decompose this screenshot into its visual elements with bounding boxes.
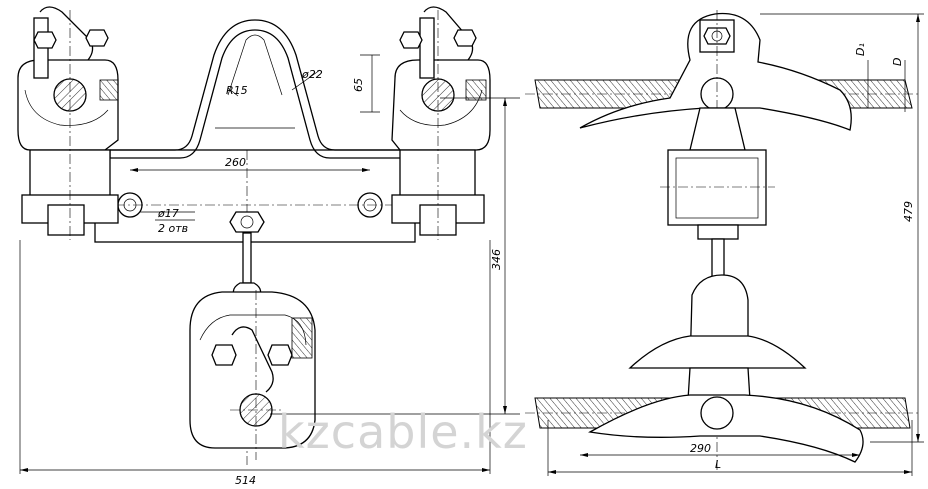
dim-r15: R15	[226, 84, 248, 97]
lower-clamp-body	[588, 394, 864, 463]
dim-479: 479	[902, 201, 915, 222]
watermark: kzcable.kz	[278, 405, 528, 459]
dim-hole-count: 2 отв	[158, 222, 188, 235]
dim-d22: ø22	[301, 68, 323, 81]
dim-346: 346	[490, 249, 503, 270]
dim-65: 65	[352, 78, 365, 92]
dim-514: 514	[235, 474, 256, 487]
bottom-clamp	[189, 291, 316, 449]
arch-bracket	[109, 29, 411, 159]
dim-260: 260	[225, 156, 246, 169]
dim-hole: ø17	[157, 207, 179, 220]
side-view: 290 L 479 D₁ D	[525, 10, 924, 476]
mounting-hole-right	[357, 192, 383, 218]
front-view: 260 514 65 ø22 R15 ø17 2 отв 346	[17, 6, 520, 487]
dim-D: D	[891, 58, 904, 66]
yoke-frame	[667, 149, 767, 226]
center-nut	[229, 211, 265, 233]
dim-L: L	[715, 458, 721, 471]
dim-D1: D₁	[854, 43, 867, 56]
dim-290: 290	[690, 442, 711, 455]
